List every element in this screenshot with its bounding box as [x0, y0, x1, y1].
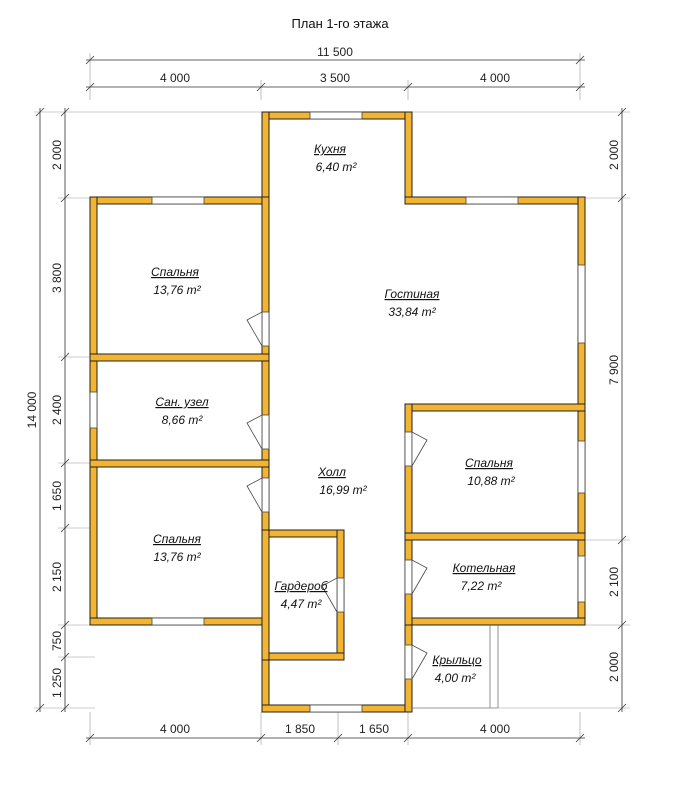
window-bedroom1-top [151, 196, 205, 205]
room-area: 4,47 m² [281, 597, 323, 611]
room-wardrobe: Гардероб 4,47 m² [275, 579, 329, 611]
right-dimensions: 2 000 7 900 2 100 2 000 [412, 107, 630, 713]
room-boiler: Котельная 7,22 m² [453, 561, 516, 593]
window-bathroom [89, 391, 98, 429]
door-bedroom1 [246, 311, 263, 348]
dim-top-total: 11 500 [317, 45, 353, 59]
room-bathroom: Сан. узел 8,66 m² [155, 395, 208, 427]
doors [246, 311, 428, 681]
room-name: Котельная [453, 561, 516, 575]
room-area: 13,76 m² [153, 283, 201, 297]
dim-left-3: 2 400 [50, 395, 64, 425]
dim-bottom-4: 4 000 [480, 722, 510, 736]
door-porch [411, 644, 428, 681]
room-name: Кухня [314, 142, 347, 156]
window-living-right [577, 264, 586, 344]
dim-left-total: 14 000 [25, 391, 39, 428]
room-bedroom-3: Спальня 13,76 m² [153, 532, 202, 564]
dim-bottom-1: 4 000 [160, 722, 190, 736]
dim-right-2: 7 900 [607, 355, 621, 385]
room-porch: Крыльцо 4,00 m² [432, 653, 482, 685]
dim-top-3: 4 000 [480, 71, 510, 85]
room-name: Спальня [153, 532, 201, 546]
dim-left-2: 3 800 [50, 263, 64, 293]
room-area: 7,22 m² [461, 579, 503, 593]
dim-bottom-2: 1 850 [285, 722, 315, 736]
room-name: Спальня [465, 456, 513, 470]
room-name: Сан. узел [155, 395, 208, 409]
room-hall: Холл 16,99 m² [317, 465, 368, 497]
room-living: Гостиная 33,84 m² [385, 287, 440, 319]
door-bedroom2 [411, 431, 428, 468]
window-bedroom2-right [577, 440, 586, 494]
dim-right-1: 2 000 [607, 140, 621, 170]
door-wardrobe [321, 577, 338, 614]
porch-outline [412, 625, 499, 709]
dim-top-1: 4 000 [160, 71, 190, 85]
room-area: 13,76 m² [153, 550, 201, 564]
dim-left-6: 750 [50, 631, 64, 651]
room-area: 4,00 m² [435, 671, 477, 685]
window-bedroom3-bottom [151, 617, 205, 626]
room-area: 33,84 m² [388, 305, 436, 319]
room-name: Гардероб [275, 579, 329, 593]
dim-right-4: 2 000 [607, 652, 621, 682]
window-boiler-right [577, 555, 586, 603]
dim-top-2: 3 500 [320, 71, 350, 85]
dim-right-3: 2 100 [607, 567, 621, 597]
dim-bottom-3: 1 650 [359, 722, 389, 736]
room-name: Крыльцо [432, 653, 482, 667]
windows [89, 111, 586, 713]
room-kitchen: Кухня 6,40 m² [314, 142, 357, 174]
room-name: Спальня [151, 265, 199, 279]
top-dimensions: 11 500 4 000 3 500 4 000 [85, 45, 585, 100]
room-bedroom-1: Спальня 13,76 m² [151, 265, 202, 297]
room-bedroom-2: Спальня 10,88 m² [465, 456, 516, 488]
room-name: Холл [317, 465, 346, 479]
dim-left-5: 2 150 [50, 562, 64, 592]
room-area: 16,99 m² [319, 483, 367, 497]
bottom-dimensions: 4 000 1 850 1 650 4 000 [85, 712, 585, 745]
dim-left-1: 2 000 [50, 140, 64, 170]
window-hall-bottom [309, 704, 363, 713]
window-living-top [465, 196, 519, 205]
left-dimensions: 14 000 2 000 3 800 2 400 1 650 2 150 750… [25, 107, 262, 713]
dim-left-4: 1 650 [50, 481, 64, 511]
door-bedroom3 [246, 477, 263, 514]
room-name: Гостиная [385, 287, 440, 301]
plan-title: План 1-го этажа [291, 16, 389, 31]
room-area: 6,40 m² [316, 160, 358, 174]
dim-left-7: 1 250 [50, 668, 64, 698]
door-bathroom [246, 414, 263, 451]
door-boiler [411, 559, 428, 596]
room-area: 10,88 m² [467, 474, 515, 488]
window-kitchen [309, 111, 363, 120]
room-area: 8,66 m² [162, 413, 204, 427]
